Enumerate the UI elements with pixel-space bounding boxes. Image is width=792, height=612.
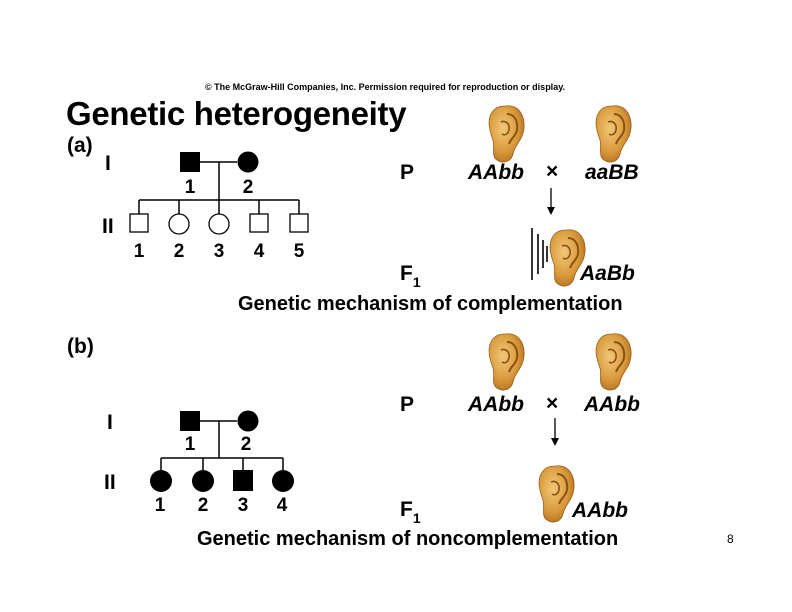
- pedigree-b-II1-affected-female: [150, 470, 172, 492]
- pedigree-b-II2-affected-female: [192, 470, 214, 492]
- page-number: 8: [727, 532, 734, 546]
- panel-a-cross-symbol: ×: [546, 160, 559, 183]
- panel-b-parent-right-genotype: AAbb: [584, 393, 640, 416]
- panel-a-I-number-1: 1: [184, 177, 196, 198]
- panel-a-filial-label: F1: [400, 262, 421, 290]
- pedigree-a-II1-unaffected-male: [129, 213, 149, 233]
- panel-b-II-number-4: 4: [276, 495, 288, 516]
- ear-a-parent-right: [595, 104, 633, 163]
- pedigree-b-II4-affected-female: [272, 470, 294, 492]
- panel-a-generation-I: I: [105, 152, 111, 175]
- pedigree-a-II4-unaffected-male: [249, 213, 269, 233]
- pedigree-b-I1-affected-male: [180, 411, 200, 431]
- panel-a-I-number-2: 2: [242, 177, 254, 198]
- pedigree-a-I1-affected-male: [180, 152, 200, 172]
- panel-a-label: (a): [67, 134, 93, 157]
- panel-b-II-number-2: 2: [197, 495, 209, 516]
- copyright-credit: © The McGraw-Hill Companies, Inc. Permis…: [205, 82, 566, 92]
- panel-b-parental-label: P: [400, 393, 415, 416]
- panel-a-parental-label: P: [400, 161, 415, 184]
- panel-a-offspring-genotype: AaBb: [580, 262, 635, 285]
- pedigree-a-II5-unaffected-male: [289, 213, 309, 233]
- page-title: Genetic heterogeneity: [66, 95, 407, 132]
- panel-b-mechanism-caption: Genetic mechanism of noncomplementation: [197, 528, 619, 550]
- panel-b-II-number-1: 1: [154, 495, 166, 516]
- panel-a-II-number-5: 5: [293, 241, 305, 262]
- panel-b-parent-left-genotype: AAbb: [468, 393, 524, 416]
- panel-a-mechanism-caption: Genetic mechanism of complementation: [238, 293, 623, 315]
- panel-a-parent-left-genotype: AAbb: [468, 161, 524, 184]
- pedigree-b-I2-affected-female: [237, 410, 259, 432]
- pedigree-b-II3-affected-male: [233, 470, 253, 491]
- pedigree-a-II2-unaffected-female: [168, 213, 190, 235]
- panel-a-generation-II: II: [102, 215, 114, 238]
- panel-b-I-number-1: 1: [184, 434, 196, 455]
- panel-a-II-number-1: 1: [133, 241, 145, 262]
- panel-a-II-number-4: 4: [253, 241, 265, 262]
- ear-b-parent-right: [595, 332, 633, 391]
- panel-b-label: (b): [67, 335, 94, 358]
- panel-b-offspring-genotype: AAbb: [572, 499, 628, 522]
- panel-b-I-number-2: 2: [240, 434, 252, 455]
- ear-b-parent-left: [488, 332, 526, 391]
- panel-a-II-number-3: 3: [213, 241, 225, 262]
- panel-b-II-number-3: 3: [237, 495, 249, 516]
- panel-a-II-number-2: 2: [173, 241, 185, 262]
- sound-waves-icon: [531, 228, 548, 280]
- pedigree-a: [129, 151, 309, 235]
- panel-b-filial-label: F1: [400, 498, 421, 526]
- pedigree-b: [150, 410, 294, 492]
- ear-b-offspring: [538, 464, 576, 523]
- pedigree-a-II3-unaffected-female: [208, 213, 230, 235]
- ear-a-parent-left: [488, 104, 526, 163]
- panel-a-parent-right-genotype: aaBB: [585, 161, 639, 184]
- panel-b-cross-symbol: ×: [546, 392, 559, 415]
- panel-b-generation-II: II: [104, 471, 116, 494]
- pedigree-a-I2-affected-female: [237, 151, 259, 173]
- panel-b-generation-I: I: [107, 411, 113, 434]
